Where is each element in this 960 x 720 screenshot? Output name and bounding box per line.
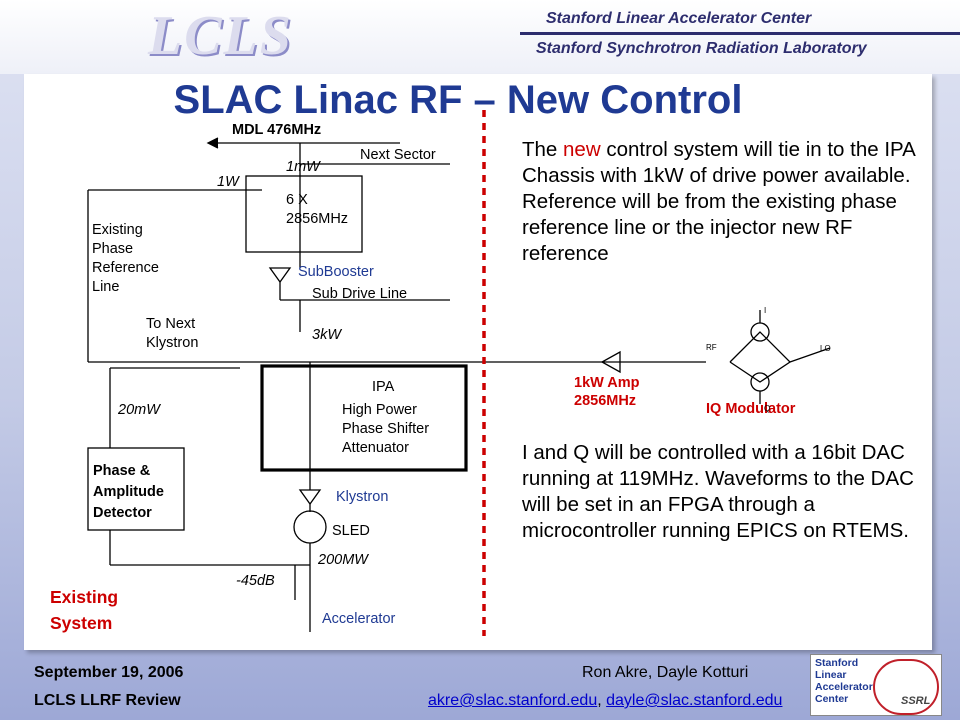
iq-modulator-label: IQ Modulator [706, 401, 796, 417]
mdl-label: MDL 476MHz [232, 122, 322, 138]
text1-highlight: new [563, 138, 601, 161]
seal-line-3: Accelerator [815, 681, 873, 693]
one-mw-label: 1mW [286, 159, 320, 175]
text1-pre: The [522, 138, 564, 161]
email-akre-link[interactable]: akre@slac.stanford.edu [428, 692, 598, 709]
footer-emails: akre@slac.stanford.edu, dayle@slac.stanf… [428, 692, 782, 710]
footer-review: LCLS LLRF Review [34, 692, 181, 709]
seal-line-1: Stanford [815, 657, 859, 669]
ipa-line-3: Attenuator [342, 440, 409, 456]
accelerator-label: Accelerator [322, 611, 396, 627]
existing-system-1: Existing [50, 587, 119, 607]
next-sector-label: Next Sector [360, 147, 436, 163]
text-block-1: The new control system will tie in to th… [522, 137, 932, 267]
existing-ref-line-3: Reference [92, 260, 159, 276]
multiplier-freq-label: 2856MHz [286, 211, 349, 227]
ssrl-text: SSRL [901, 695, 931, 707]
seal-line-4: Center [815, 693, 849, 705]
lcls-logo: LCLS [148, 5, 293, 67]
slac-ssrl-seal: Stanford Linear Accelerator Center SSRL [810, 654, 942, 716]
two-hundred-mw-label: 200MW [318, 552, 368, 568]
ipa-title: IPA [372, 379, 395, 395]
header-banner: LCLS Stanford Linear Accelerator Center … [0, 0, 960, 74]
multiplier-label: 6 X [286, 192, 308, 208]
existing-ref-line-2: Phase [92, 241, 134, 257]
klystron-label: Klystron [336, 489, 389, 505]
to-next-klystron-2: Klystron [146, 335, 199, 351]
footer-date: September 19, 2006 [34, 664, 184, 681]
seal-line-2: Linear [815, 669, 847, 681]
to-next-klystron-1: To Next [146, 316, 196, 332]
iq-port-rf: RF [706, 343, 717, 352]
sled-label: SLED [332, 523, 370, 539]
header-divider [520, 32, 960, 35]
ssrl-name: Stanford Synchrotron Radiation Laborator… [536, 40, 867, 57]
slac-name: Stanford Linear Accelerator Center [546, 10, 812, 27]
detector-line-3: Detector [93, 505, 152, 521]
text-block-2: I and Q will be controlled with a 16bit … [522, 441, 914, 542]
existing-system-2: System [50, 613, 113, 633]
one-w-label: 1W [217, 174, 239, 190]
detector-line-2: Amplitude [93, 484, 164, 500]
ipa-line-1: High Power [342, 402, 417, 418]
sub-drive-line-label: Sub Drive Line [312, 286, 408, 302]
subbooster-label: SubBooster [298, 264, 374, 280]
email-separator: , [597, 692, 607, 709]
amp-line-1: 1kW Amp [574, 375, 640, 391]
three-kw-label: 3kW [312, 327, 341, 343]
ssrl-logo [873, 659, 939, 715]
twenty-mw-label: 20mW [118, 402, 160, 418]
footer-authors: Ron Akre, Dayle Kotturi [582, 664, 749, 681]
iq-port-i: I [764, 306, 767, 315]
amp-line-2: 2856MHz [574, 393, 637, 409]
slac-seal-text: Stanford Linear Accelerator Center [815, 657, 873, 705]
text1-post: control system will tie in to the IPA Ch… [522, 138, 915, 265]
existing-ref-line-4: Line [92, 279, 120, 295]
detector-line-1: Phase & [93, 463, 151, 479]
email-dayle-link[interactable]: dayle@slac.stanford.edu [606, 692, 783, 709]
iq-port-lo: LO [820, 344, 831, 353]
ipa-line-2: Phase Shifter [342, 421, 430, 437]
iq-port-q: Q [764, 404, 771, 413]
minus45db-label: -45dB [236, 573, 275, 589]
existing-ref-line-1: Existing [92, 222, 143, 238]
slide-title: SLAC Linac RF – New Control [173, 78, 743, 122]
